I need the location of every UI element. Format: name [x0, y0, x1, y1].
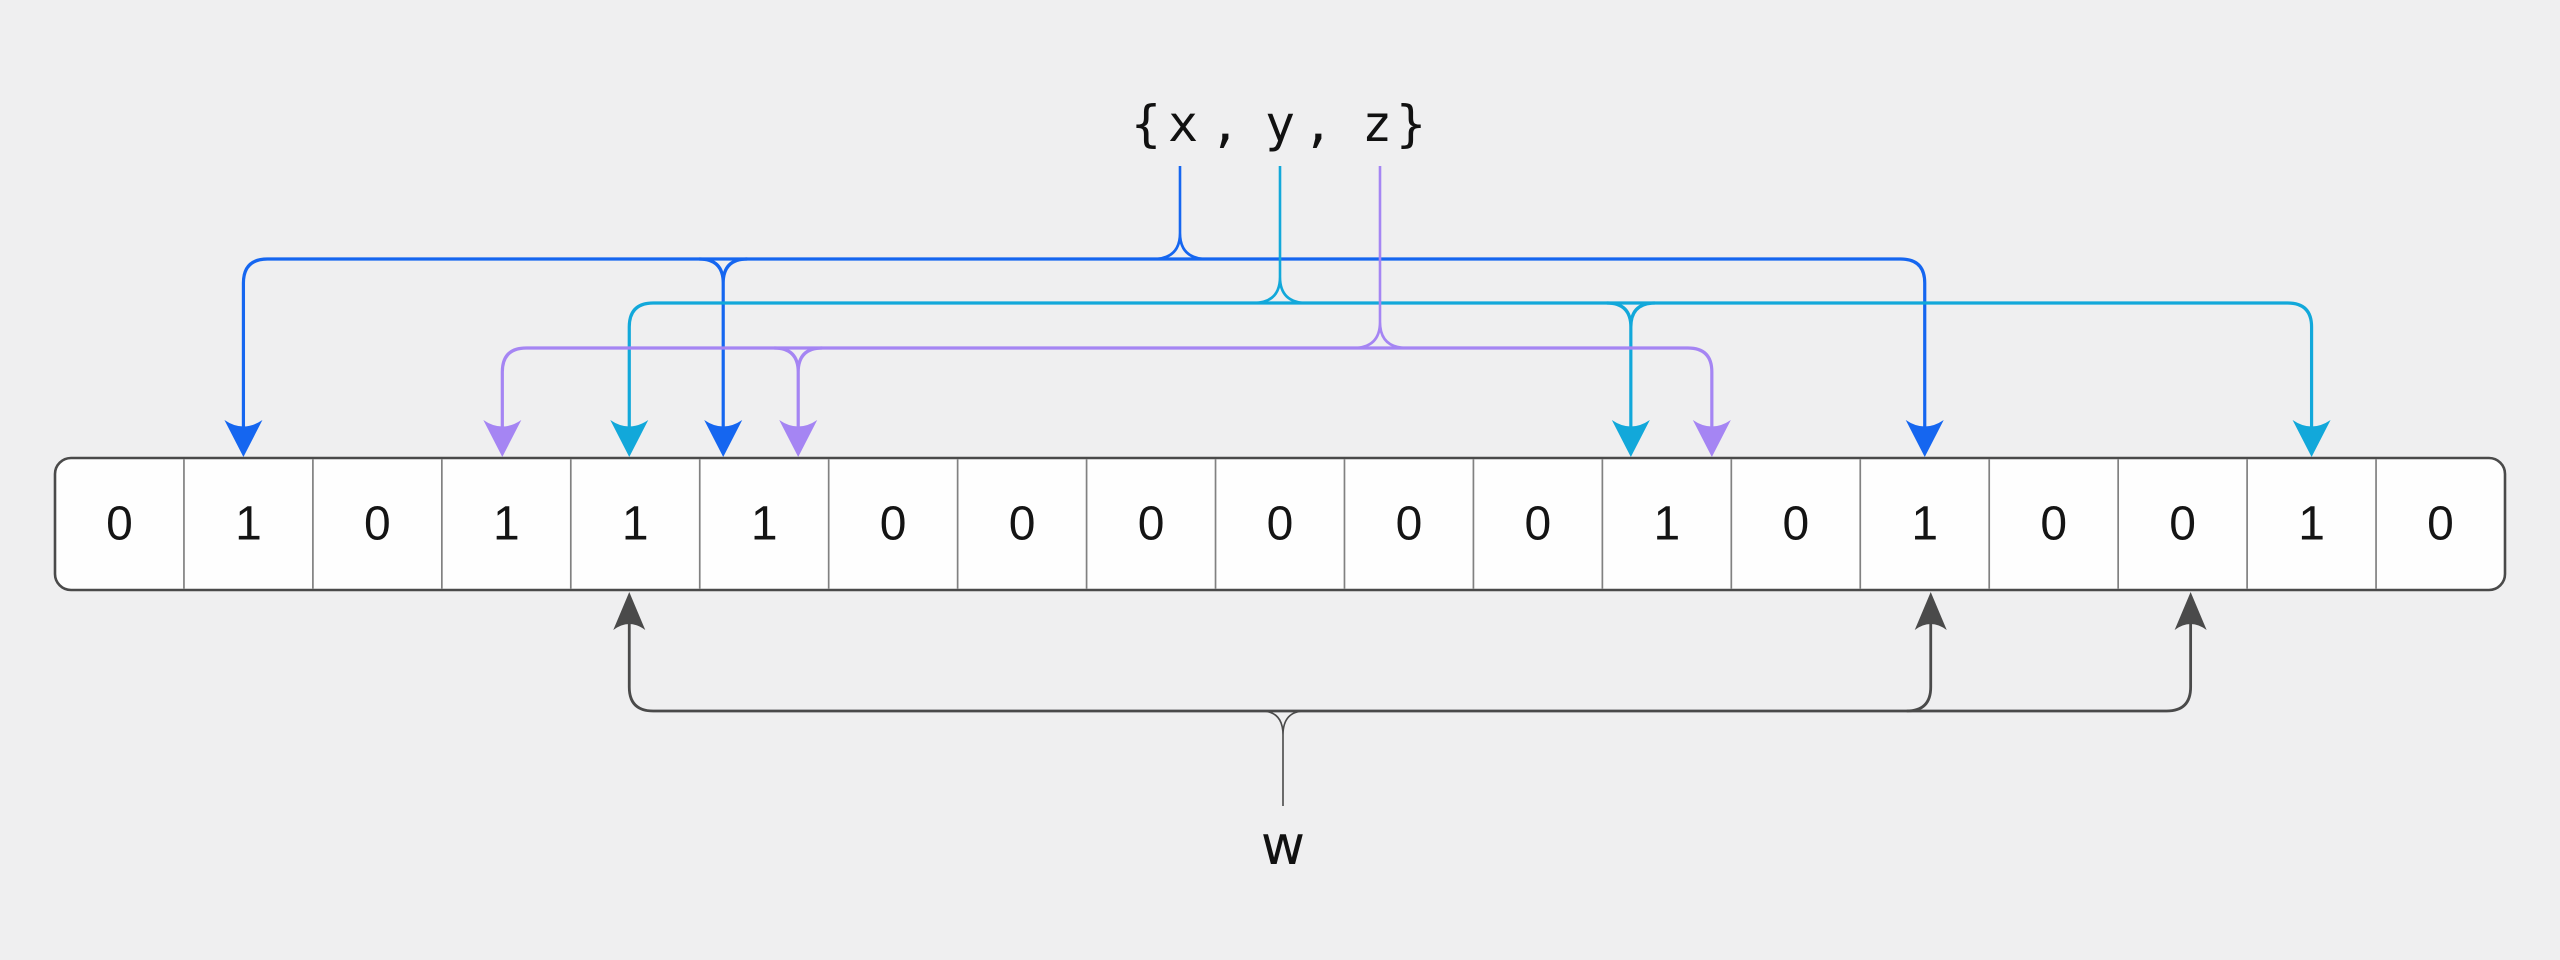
hash-rail-z: [500, 346, 1714, 430]
bit-cell-value-5: 1: [751, 498, 778, 551]
arrowhead-x-cell-5: [704, 420, 743, 457]
set-label-char-1: x: [1168, 95, 1198, 153]
arrowhead-w-cell-14: [1914, 592, 1947, 630]
bit-cell-value-12: 1: [1653, 498, 1680, 551]
hash-route-x: [224, 166, 1944, 457]
bit-cell-value-11: 0: [1525, 498, 1552, 551]
bit-cell-value-7: 0: [1009, 498, 1036, 551]
bit-cell-value-15: 0: [2040, 498, 2067, 551]
set-label-char-0: {: [1131, 95, 1161, 153]
query-brace-stem: [1260, 710, 1306, 806]
hash-stem-y: [1252, 166, 1308, 305]
set-label-char-3: y: [1265, 95, 1295, 153]
bit-cell-value-0: 0: [106, 498, 133, 551]
arrowhead-z-cell-3: [483, 420, 522, 457]
bit-array: 0 1 0 1 1 1 0 0 0 0 0 0 1 0 1 0 0 1 0: [53, 456, 2507, 592]
bit-cell-value-18: 0: [2427, 498, 2454, 551]
query-mid-riser: [1906, 623, 1933, 713]
hash-stem-z: [1352, 166, 1408, 350]
bit-cell-value-14: 1: [1911, 498, 1938, 551]
arrowhead-w-cell-4: [613, 592, 646, 630]
query-route-w: [613, 592, 2207, 806]
query-label: w: [1261, 814, 1305, 877]
bit-cell-value-16: 0: [2169, 498, 2196, 551]
hash-route-y: [610, 166, 2331, 457]
bit-cell-value-2: 0: [364, 498, 391, 551]
hash-rail-y: [627, 301, 2314, 430]
arrowhead-z-cell-12: [1692, 420, 1731, 457]
hash-mid-drop-x: [699, 257, 748, 430]
hash-stem-x: [1152, 166, 1208, 261]
set-label-char-6: }: [1396, 95, 1426, 153]
set-label: {x,y,z}: [1131, 95, 1426, 153]
bit-cell-value-10: 0: [1396, 498, 1423, 551]
bit-cell-value-1: 1: [235, 498, 262, 551]
hash-mid-drop-z: [774, 346, 823, 430]
arrowhead-y-cell-17: [2292, 420, 2331, 457]
bit-cell-value-17: 1: [2298, 498, 2325, 551]
query-arrow-route: [613, 592, 2207, 806]
arrowhead-y-cell-4: [610, 420, 649, 457]
bit-cell-value-4: 1: [622, 498, 649, 551]
arrowhead-z-cell-5: [779, 420, 818, 457]
arrowhead-x-cell-1: [224, 420, 263, 457]
set-label-char-4: ,: [1303, 95, 1333, 153]
arrowhead-x-cell-14: [1905, 420, 1944, 457]
hash-mid-drop-y: [1606, 301, 1655, 430]
hash-arrow-routes: [224, 166, 2331, 457]
bit-array-box: [53, 456, 2507, 592]
hash-rail-x: [241, 257, 1927, 430]
bit-cell-value-9: 0: [1267, 498, 1294, 551]
hash-route-z: [483, 166, 1731, 457]
bit-cell-value-3: 1: [493, 498, 520, 551]
bit-cell-value-6: 0: [880, 498, 907, 551]
bit-cell-value-13: 0: [1782, 498, 1809, 551]
labels: {x,y,z}w: [1131, 95, 1426, 877]
set-label-char-2: ,: [1210, 95, 1240, 153]
query-rail: [627, 623, 2193, 713]
set-label-char-5: z: [1362, 95, 1392, 153]
bit-cell-value-8: 0: [1138, 498, 1165, 551]
arrowhead-w-cell-16: [2174, 592, 2207, 630]
arrowhead-y-cell-12: [1611, 420, 1650, 457]
